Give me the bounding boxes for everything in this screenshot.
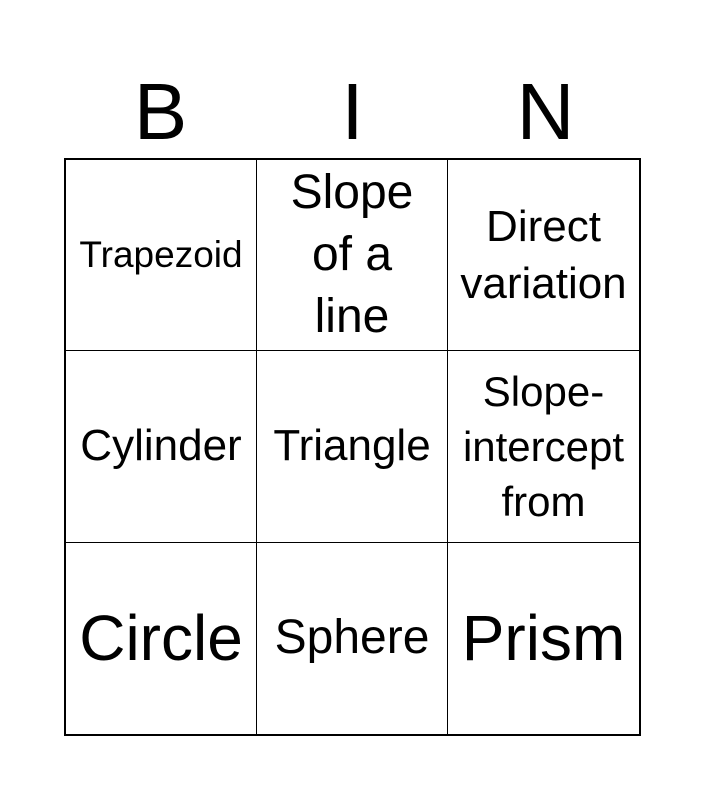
header-letter-n: N [516, 67, 575, 156]
bingo-grid: Trapezoid Slope of a line Direct variati… [64, 158, 641, 736]
bingo-cell[interactable]: Sphere [257, 542, 448, 734]
cell-text: Triangle [273, 421, 431, 471]
bingo-cell[interactable]: Trapezoid [66, 160, 257, 352]
bingo-cell[interactable]: Circle [66, 542, 257, 734]
bingo-cell[interactable]: Direct variation [448, 160, 639, 352]
header-letter-b: B [133, 67, 188, 156]
cell-text: Circle [79, 602, 243, 675]
cell-text: Slope of a line [290, 166, 414, 344]
cell-text: Prism [461, 602, 626, 675]
bingo-cell[interactable]: Slope of a line [257, 160, 448, 352]
cell-text: Slope- intercept from [462, 367, 625, 525]
header-letter-i: I [341, 67, 364, 156]
cell-text: Trapezoid [79, 234, 243, 276]
bingo-cell[interactable]: Cylinder [66, 351, 257, 543]
bingo-cell[interactable]: Prism [448, 543, 639, 734]
cell-text: Direct variation [460, 202, 627, 309]
cell-text: Cylinder [80, 421, 242, 471]
bingo-cell[interactable]: Triangle [257, 351, 448, 543]
bingo-cell[interactable]: Slope- intercept from [448, 351, 639, 543]
cell-text: Sphere [274, 611, 430, 665]
